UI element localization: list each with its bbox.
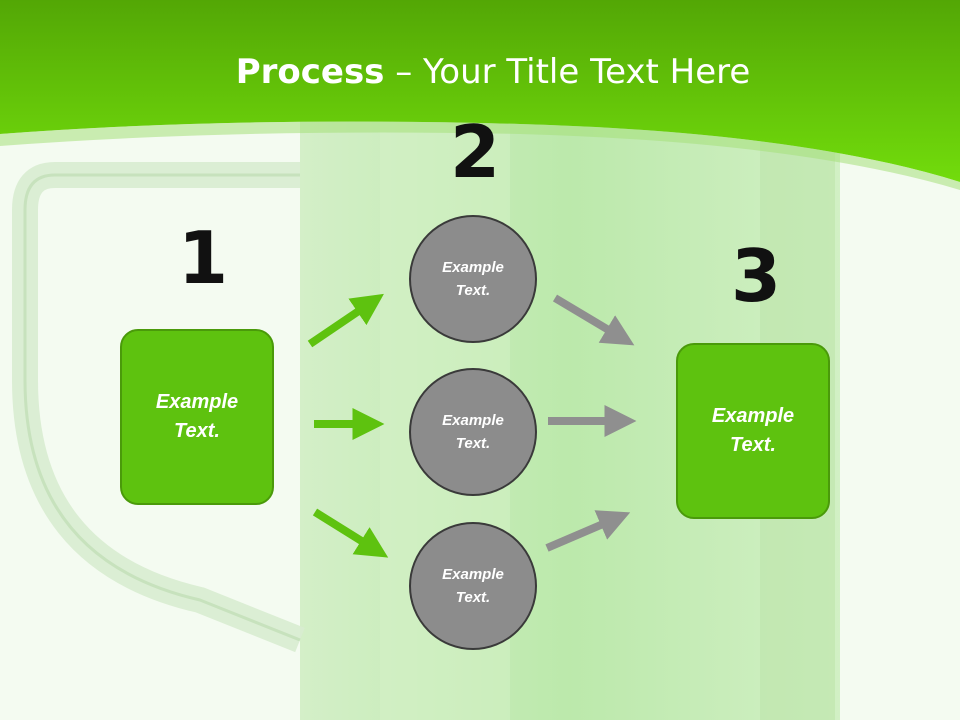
process-circle-2-text: Example Text.	[442, 412, 504, 452]
step-box-3: Example Text.	[676, 343, 830, 519]
process-circle-1: Example Text.	[409, 215, 537, 343]
arrow-gray-up	[545, 510, 631, 552]
step-box-1-text: Example Text.	[155, 391, 239, 442]
process-circle-3-text: Example Text.	[442, 566, 504, 606]
title-banner	[0, 0, 960, 182]
arrow-green-down	[312, 508, 389, 558]
step-box-1: Example Text.	[120, 329, 274, 505]
arrow-green-up	[307, 293, 384, 348]
arrow-gray-down	[552, 294, 635, 346]
step-box-3-text: Example Text.	[711, 405, 795, 456]
page-title: Process – Your Title Text Here	[0, 52, 960, 92]
step-number-2: 2	[450, 110, 501, 194]
step-number-3: 3	[731, 234, 782, 318]
title-bold: Process	[235, 52, 385, 92]
step-number-1: 1	[178, 216, 229, 300]
process-circle-3: Example Text.	[409, 522, 537, 650]
title-rest: – Your Title Text Here	[384, 52, 751, 92]
process-circle-2: Example Text.	[409, 368, 537, 496]
process-circle-1-text: Example Text.	[442, 259, 504, 299]
